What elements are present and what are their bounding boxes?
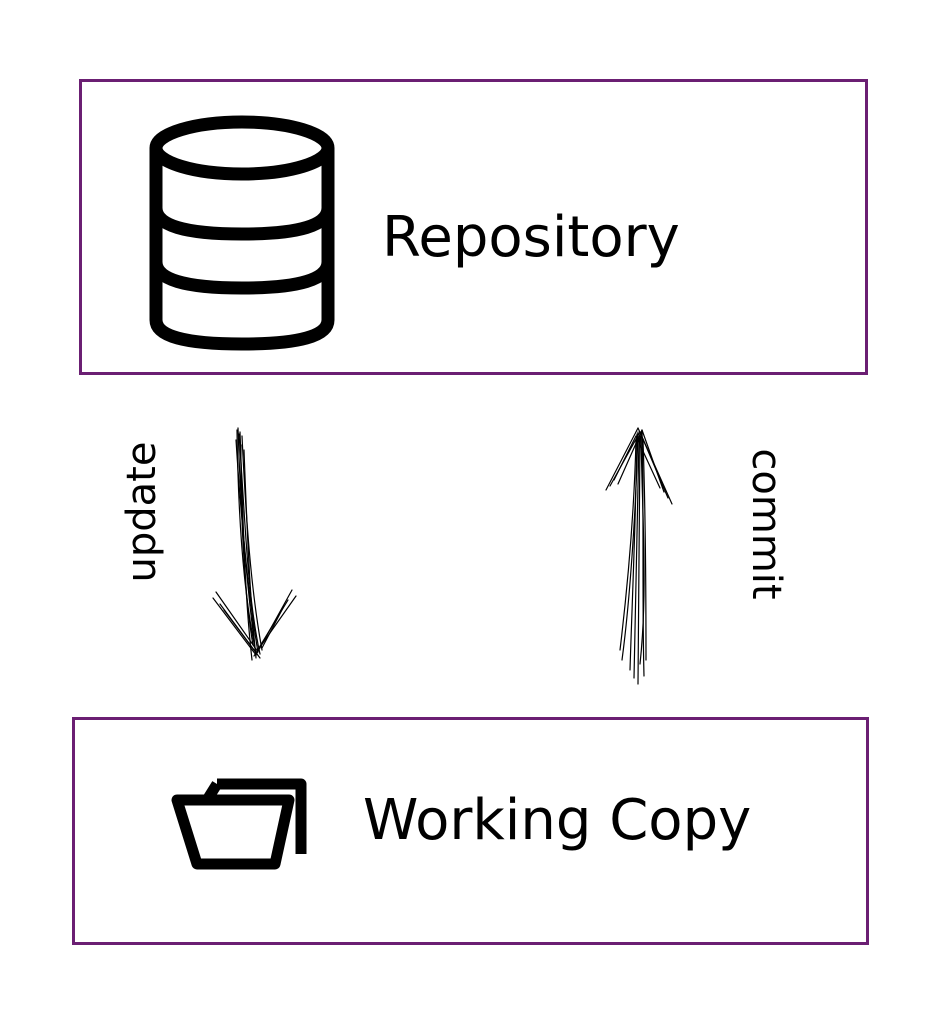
commit-label: commit [743, 448, 789, 600]
working-copy-label: Working Copy [363, 788, 752, 853]
folder-icon [171, 778, 307, 870]
commit-arrow [605, 427, 673, 685]
database-icon [149, 115, 335, 351]
repository-box: Repository [79, 79, 868, 375]
update-label: update [119, 441, 165, 583]
repository-label: Repository [382, 205, 680, 270]
working-copy-box: Working Copy [72, 717, 869, 945]
update-arrow [212, 427, 297, 661]
